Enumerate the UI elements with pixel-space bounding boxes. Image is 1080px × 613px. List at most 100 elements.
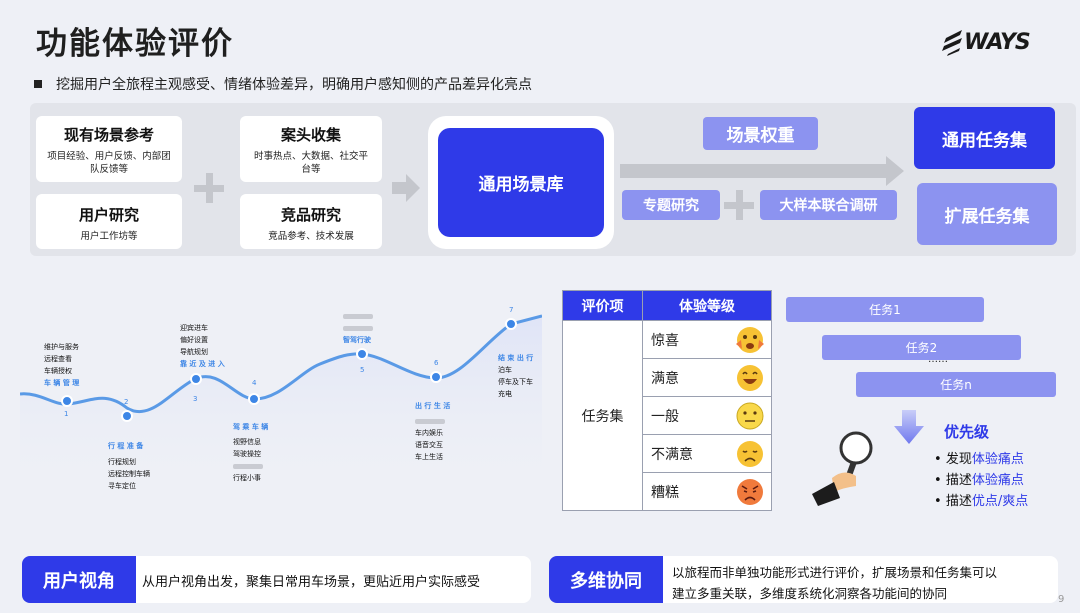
scenario-weight-badge: 场景权重 — [703, 117, 818, 150]
card-competitor-research: 竞品研究 竞品参考、技术发展 — [240, 194, 382, 249]
journey-dot — [190, 373, 202, 385]
journey-dot — [356, 348, 368, 360]
stage-item: 远程控制车辆 — [108, 468, 150, 480]
ways-logo: WAYS — [942, 28, 1042, 58]
stage-item: 车辆授权 — [44, 365, 79, 377]
stage-number: 2 — [124, 398, 128, 406]
logo-text: WAYS — [964, 30, 1030, 55]
stage-items: 出 行 生 活 车内娱乐 语音交互 车上生活 — [415, 400, 450, 463]
text-line: 以旅程而非单独功能形式进行评价，扩展场景和任务集可以 — [672, 562, 997, 583]
table-row: 一般 — [643, 397, 772, 435]
stage-item: 行程小事 — [233, 472, 268, 484]
card-title: 现有场景参考 — [36, 124, 182, 145]
stage-title: 结 束 出 行 — [498, 352, 533, 364]
level-label: 不满意 — [651, 444, 693, 464]
card-desc: 用户工作坊等 — [36, 230, 182, 243]
journey-dot — [121, 410, 133, 422]
general-task-set: 通用任务集 — [914, 107, 1055, 169]
priority-item: • 描述优点/爽点 — [934, 491, 1028, 512]
task-bar: 任务1 — [786, 297, 984, 322]
stage-title: 靠 近 及 进 入 — [180, 358, 225, 370]
card-desc: 时事热点、大数据、社交平台等 — [240, 150, 382, 176]
multi-dimension-label: 多维协同 — [549, 556, 663, 603]
stage-item: 车内娱乐 — [415, 427, 450, 439]
subtitle: 挖掘用户全旅程主观感受、情绪体验差异，明确用户感知侧的产品差异化亮点 — [34, 74, 532, 94]
stage-title: 车 辆 管 理 — [44, 377, 79, 389]
stage-item: 车上生活 — [415, 451, 450, 463]
card-title: 用户研究 — [36, 204, 182, 225]
bullet-square-icon — [34, 80, 42, 88]
level-label: 一般 — [651, 406, 679, 426]
plus-icon — [724, 190, 754, 220]
card-desc: 项目经验、用户反馈、内部团队反馈等 — [36, 150, 182, 176]
multi-dimension-text: 以旅程而非单独功能形式进行评价，扩展场景和任务集可以 建立多重关联，多维度系统化… — [672, 562, 997, 604]
ways-logo-icon — [942, 28, 966, 56]
stage-items: 迎宾进车 偏好设置 导航规划 靠 近 及 进 入 — [180, 322, 225, 370]
task-ellipsis: …… — [928, 354, 948, 365]
stage-title: 出 行 生 活 — [415, 400, 450, 412]
page-title: 功能体验评价 — [36, 18, 234, 63]
extended-task-set: 扩展任务集 — [917, 183, 1057, 245]
stage-item: 偏好设置 — [180, 334, 225, 346]
stage-number: 1 — [64, 410, 68, 418]
stage-item: 迎宾进车 — [180, 322, 225, 334]
stage-items: 驾 乘 车 辆 视野信息 驾驶操控 行程小事 — [233, 421, 268, 484]
stage-item: 寻车定位 — [108, 480, 150, 492]
stage-item: 维护与服务 — [44, 341, 79, 353]
blurred-item — [233, 460, 268, 472]
stage-items: 智驾行驶 — [343, 310, 373, 346]
journey-dot — [505, 318, 517, 330]
stage-number: 6 — [434, 359, 438, 367]
page-number: 9 — [1058, 594, 1064, 605]
happy-face-icon — [735, 363, 765, 393]
card-title: 竞品研究 — [240, 204, 382, 225]
table-row: 不满意 — [643, 435, 772, 473]
stage-item: 远程查看 — [44, 353, 79, 365]
stage-item: 泊车 — [498, 364, 533, 376]
evaluation-table: 评价项 体验等级 任务集 惊喜 满意 一般 不满意 糟糕 — [562, 290, 772, 511]
table-row: 糟糕 — [643, 473, 772, 511]
level-label: 满意 — [651, 368, 679, 388]
card-desc: 竞品参考、技术发展 — [240, 230, 382, 243]
arrow-right-icon — [392, 172, 422, 204]
card-user-research: 用户研究 用户工作坊等 — [36, 194, 182, 249]
stage-item: 视野信息 — [233, 436, 268, 448]
stage-title: 智驾行驶 — [343, 334, 373, 346]
general-scenario-library: 通用场景库 — [438, 128, 604, 237]
plus-icon — [194, 173, 224, 203]
stage-item: 驾驶操控 — [233, 448, 268, 460]
card-title: 案头收集 — [240, 124, 382, 145]
stage-items: 行 程 准 备 行程规划 远程控制车辆 寻车定位 — [108, 440, 150, 492]
sad-face-icon — [735, 439, 765, 469]
blurred-item — [343, 310, 373, 322]
angry-face-icon — [735, 477, 765, 507]
task-bar: 任务n — [856, 372, 1056, 397]
priority-item: • 描述体验痛点 — [934, 470, 1028, 491]
user-journey-map: 1 2 3 4 5 6 7 维护与服务 远程查看 车辆授权 车 辆 管 理 行 … — [20, 282, 542, 500]
stage-item: 充电 — [498, 388, 533, 400]
journey-dot — [248, 393, 260, 405]
table-row: 惊喜 — [643, 321, 772, 359]
level-label: 糟糕 — [651, 482, 679, 502]
stage-items: 维护与服务 远程查看 车辆授权 车 辆 管 理 — [44, 341, 79, 389]
joint-survey-badge: 大样本联合调研 — [760, 190, 897, 220]
down-arrow-icon — [894, 410, 924, 446]
user-perspective-label: 用户视角 — [22, 556, 136, 603]
priority-item: • 发现体验痛点 — [934, 449, 1028, 470]
magnifier-hand-icon — [812, 430, 878, 506]
topic-research-badge: 专题研究 — [622, 190, 720, 220]
stage-title: 驾 乘 车 辆 — [233, 421, 268, 433]
neutral-face-icon — [735, 401, 765, 431]
stage-item: 行程规划 — [108, 456, 150, 468]
subtitle-text: 挖掘用户全旅程主观感受、情绪体验差异，明确用户感知侧的产品差异化亮点 — [56, 74, 532, 94]
journey-dot — [430, 371, 442, 383]
user-perspective-text: 从用户视角出发，聚集日常用车场景，更贴近用户实际感受 — [142, 571, 480, 590]
table-row-label: 任务集 — [563, 321, 643, 511]
task-bar: 任务2 — [822, 335, 1021, 360]
surprised-face-icon — [735, 325, 765, 355]
stage-number: 7 — [509, 306, 513, 314]
card-existing-scenarios: 现有场景参考 项目经验、用户反馈、内部团队反馈等 — [36, 116, 182, 182]
stage-number: 3 — [193, 395, 197, 403]
stage-item: 导航规划 — [180, 346, 225, 358]
journey-curve — [20, 282, 542, 500]
